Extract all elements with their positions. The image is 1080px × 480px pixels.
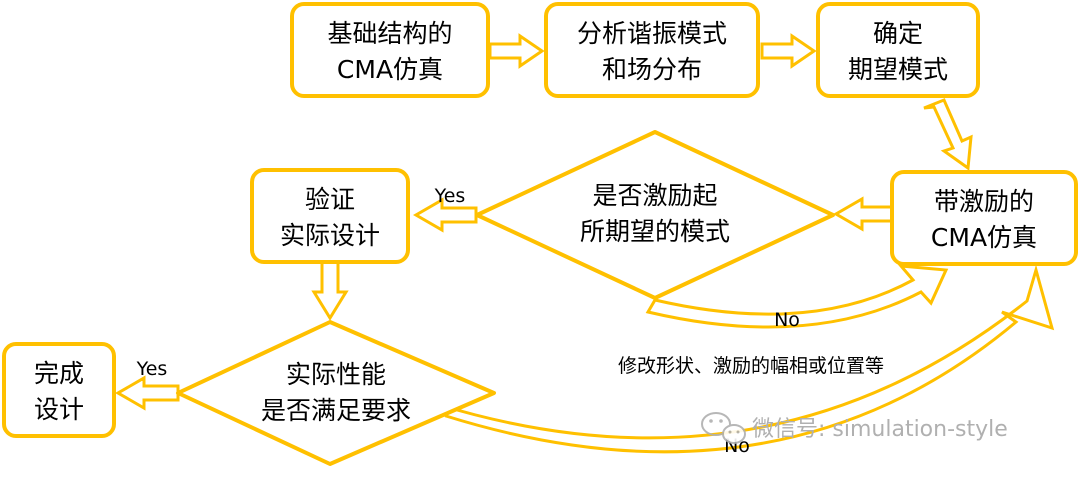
wechat-icon xyxy=(701,412,746,444)
node-cma-base-line1: 基础结构的 xyxy=(327,19,452,48)
node-done-line1: 完成 xyxy=(34,359,84,388)
arrow-verify-to-decision-perf xyxy=(311,260,349,321)
arrow-excite-to-decision-mode xyxy=(832,196,894,232)
node-verify xyxy=(250,168,410,264)
node-verify-line1: 验证 xyxy=(305,185,355,214)
node-excite-sim-line1: 带激励的 xyxy=(934,187,1034,216)
edge-label-no-1: No xyxy=(774,309,800,331)
modify-note: 修改形状、激励的幅相或位置等 xyxy=(618,355,884,377)
node-analyze xyxy=(544,2,760,98)
decision-mode xyxy=(475,130,835,300)
node-verify-line2: 实际设计 xyxy=(280,221,380,250)
node-done-line2: 设计 xyxy=(34,395,84,424)
node-done xyxy=(2,342,116,438)
decision-perf xyxy=(176,320,496,466)
watermark-text: 微信号: simulation-style xyxy=(752,417,1008,442)
decision-perf-line2: 是否满足要求 xyxy=(261,396,411,425)
arrow-base-to-analyze xyxy=(488,33,545,69)
node-excite-sim-line2: CMA仿真 xyxy=(931,223,1037,252)
edge-label-yes-1: Yes xyxy=(434,185,466,207)
arrow-decision-perf-to-done xyxy=(114,375,180,411)
arrow-no-loop-mode xyxy=(645,264,949,329)
node-determine-line2: 期望模式 xyxy=(848,55,948,84)
decision-perf-line1: 实际性能 xyxy=(286,360,386,389)
node-determine xyxy=(816,2,980,98)
arrow-analyze-to-determine xyxy=(760,33,817,69)
node-excite-sim xyxy=(890,170,1078,266)
arrow-decision-mode-to-verify xyxy=(412,197,478,233)
node-analyze-line2: 和场分布 xyxy=(602,55,702,84)
arrow-no-loop-perf xyxy=(436,264,1055,454)
node-cma-base xyxy=(290,2,490,98)
decision-mode-line2: 所期望的模式 xyxy=(580,217,730,246)
decision-mode-line1: 是否激励起 xyxy=(592,181,717,210)
node-analyze-line1: 分析谐振模式 xyxy=(577,19,727,48)
edge-label-yes-2: Yes xyxy=(136,358,168,380)
node-determine-line1: 确定 xyxy=(873,19,923,48)
arrow-determine-to-excite xyxy=(923,98,973,171)
node-cma-base-line2: CMA仿真 xyxy=(337,55,443,84)
